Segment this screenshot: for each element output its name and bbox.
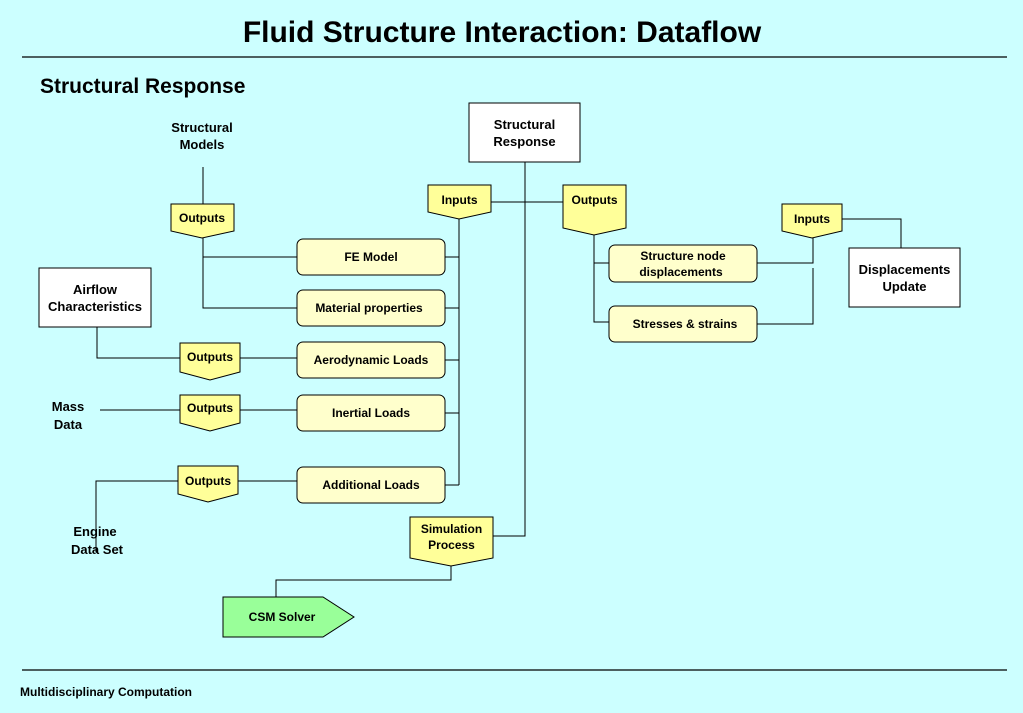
svg-text:Structural: Structural [494,117,555,132]
svg-text:Stresses & strains: Stresses & strains [633,317,738,331]
aerodynamic-loads-box: Aerodynamic Loads [296,341,446,379]
svg-text:Outputs: Outputs [185,474,231,488]
inertial-loads-box: Inertial Loads [296,394,446,432]
svg-text:Inputs: Inputs [794,212,830,226]
svg-text:Outputs: Outputs [572,193,618,207]
svg-text:Process: Process [428,538,475,552]
svg-text:Material properties: Material properties [315,301,423,315]
svg-text:Outputs: Outputs [187,350,233,364]
mass-data-label: Mass [52,399,85,414]
csm-solver-arrow: CSM Solver [222,596,355,638]
inputs-badge-right: Inputs [781,203,843,239]
svg-text:Simulation: Simulation [421,522,482,536]
svg-text:Inputs: Inputs [442,193,478,207]
svg-text:Additional Loads: Additional Loads [322,478,420,492]
displacements-update-box: Displacements Update [848,247,961,308]
svg-text:Update: Update [882,279,926,294]
svg-text:Outputs: Outputs [187,401,233,415]
svg-text:Inertial Loads: Inertial Loads [332,406,410,420]
engine-data-set-label: Data Set [71,542,124,557]
page-title: Fluid Structure Interaction: Dataflow [243,16,762,49]
footer-text: Multidisciplinary Computation [20,685,192,699]
svg-text:Aerodynamic Loads: Aerodynamic Loads [314,353,429,367]
svg-text:displacements: displacements [639,265,723,279]
svg-text:Characteristics: Characteristics [48,299,142,314]
simulation-process-badge: Simulation Process [409,516,494,567]
stresses-strains-box: Stresses & strains [608,305,758,343]
mass-data-label: Data [54,417,83,432]
svg-text:Displacements: Displacements [859,262,951,277]
outputs-badge-mass: Outputs [179,394,241,432]
structural-response-box: Structural Response [468,102,581,163]
structural-models-label: Structural [171,120,232,135]
material-properties-box: Material properties [296,289,446,327]
connectors [95,162,902,597]
svg-text:CSM Solver: CSM Solver [249,610,316,624]
section-heading: Structural Response [40,75,245,98]
svg-text:Airflow: Airflow [73,282,118,297]
svg-text:Structure node: Structure node [640,249,726,263]
airflow-characteristics-box: Airflow Characteristics [38,267,152,328]
svg-text:Outputs: Outputs [179,211,225,225]
outputs-badge-airflow: Outputs [179,342,241,381]
svg-text:FE Model: FE Model [344,250,397,264]
engine-data-set-label: Engine [73,524,116,539]
inputs-badge-center: Inputs [427,184,492,220]
additional-loads-box: Additional Loads [296,466,446,504]
svg-text:Response: Response [493,134,555,149]
structure-node-displacements-box: Structure node displacements [608,244,758,283]
outputs-badge-engine: Outputs [177,465,239,503]
structural-models-label: Models [180,137,225,152]
outputs-badge-structural-models: Outputs [170,203,235,239]
fe-model-box: FE Model [296,238,446,276]
outputs-badge-center: Outputs [562,184,627,236]
